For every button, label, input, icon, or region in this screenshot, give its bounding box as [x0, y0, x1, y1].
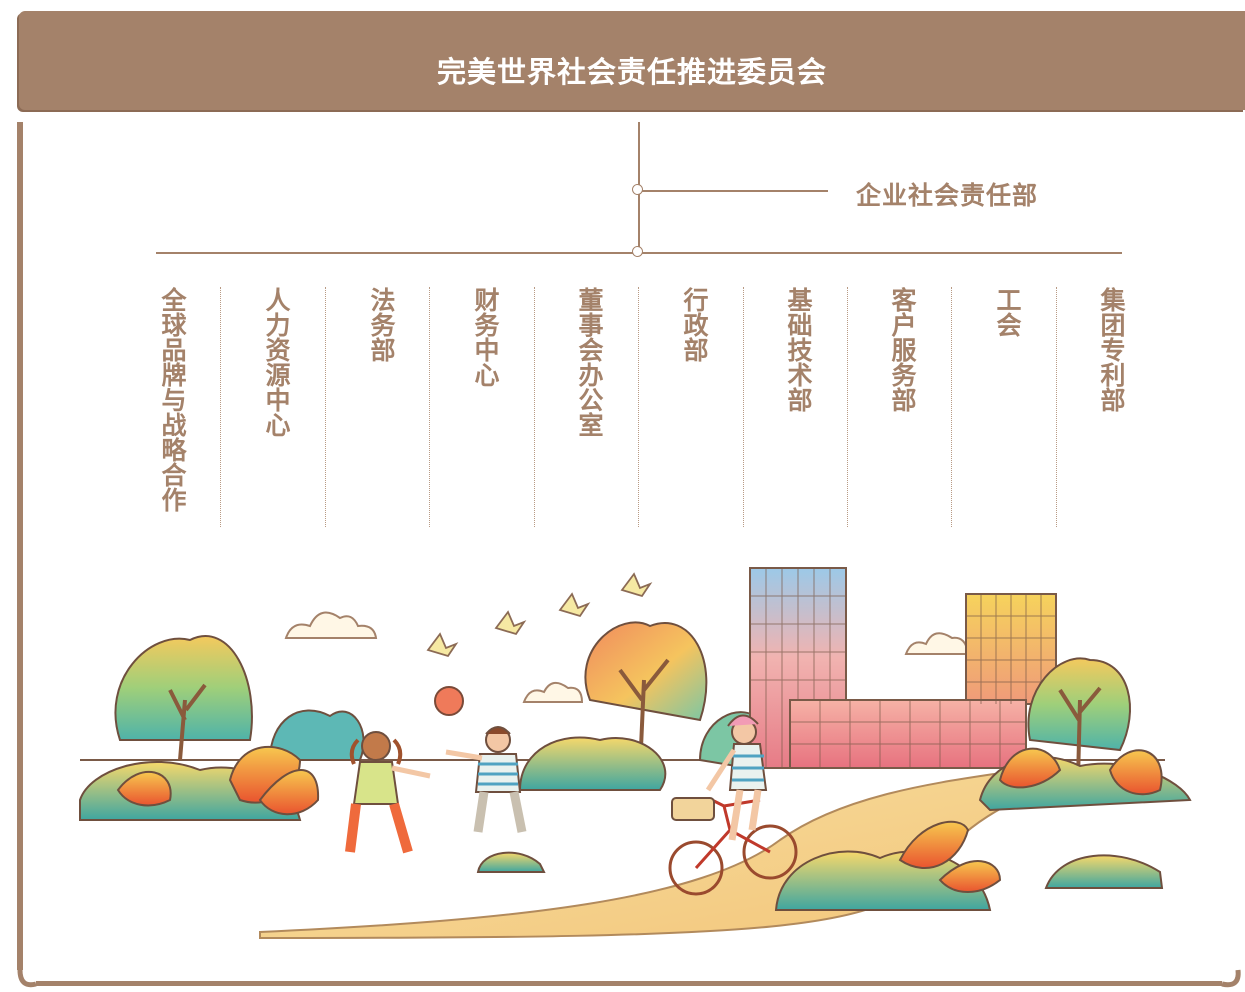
dept-separator [847, 287, 848, 527]
dept-hr-center: 人力资源中心 [262, 287, 291, 437]
dept-customer-service: 客户服务部 [888, 287, 917, 412]
committee-title: 完美世界社会责任推进委员会 [436, 55, 827, 89]
ball-icon [434, 686, 464, 716]
dept-separator [429, 287, 430, 527]
cloud-icon [904, 632, 970, 655]
dept-legal: 法务部 [367, 287, 396, 362]
dept-separator [951, 287, 952, 527]
dept-finance-center: 财务中心 [471, 287, 500, 387]
girl-figure [345, 731, 431, 854]
tree-right [978, 657, 1192, 812]
csr-department-label: 企业社会责任部 [856, 181, 1039, 210]
dept-group-patent: 集团专利部 [1097, 287, 1126, 412]
buildings [749, 567, 1057, 769]
dept-board-office: 董事会办公室 [575, 287, 604, 437]
dept-separator [534, 287, 535, 527]
cyclist-figure [668, 714, 798, 896]
dept-administration: 行政部 [680, 287, 709, 362]
dept-separator [1056, 287, 1057, 527]
frame-bottom-border [36, 981, 1222, 986]
tree-center [518, 621, 761, 791]
csr-branch-connector [638, 190, 828, 192]
dept-infrastructure-tech: 基础技术部 [784, 287, 813, 412]
birds-icon [426, 572, 653, 658]
cloud-icon [284, 611, 378, 639]
bush-foreground [774, 820, 1002, 911]
cloud-icon [522, 681, 584, 703]
dept-separator [325, 287, 326, 527]
departments-connector-node [632, 246, 643, 257]
dept-separator [220, 287, 221, 527]
bush-icon [1044, 854, 1164, 889]
dept-labor-union: 工会 [993, 287, 1022, 337]
tree-left [79, 635, 365, 821]
bush-icon [476, 851, 546, 873]
dept-separator [743, 287, 744, 527]
dept-global-brand: 全球品牌与战略合作 [158, 287, 187, 512]
committee-header: 完美世界社会责任推进委员会 [19, 11, 1245, 110]
boy-figure [445, 726, 527, 833]
frame-left-border [17, 122, 23, 970]
dept-separator [638, 287, 639, 527]
csr-connector-node [632, 184, 643, 195]
